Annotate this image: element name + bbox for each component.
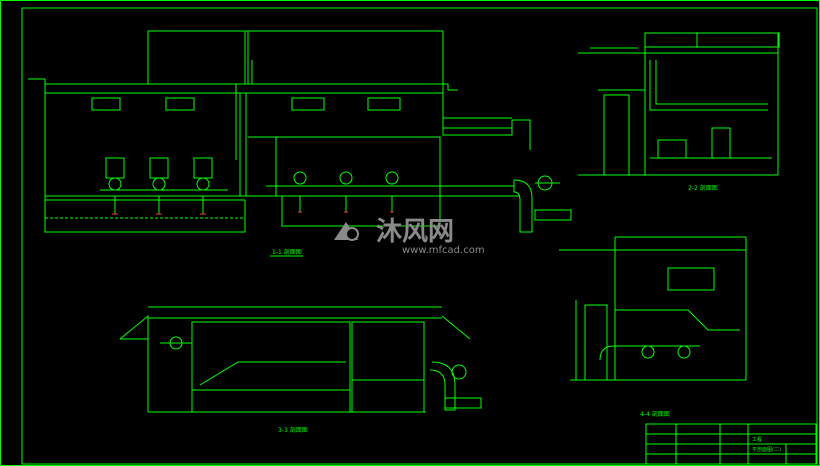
lower-right-section-title: 4-4 剖面图 <box>640 410 670 418</box>
title-block-drawing-name: 平剖面图(二) <box>752 446 781 453</box>
main-section-drawing <box>28 30 572 233</box>
lower-left-section-drawing <box>119 306 482 413</box>
title-block <box>645 423 817 465</box>
main-section-red-marks <box>112 211 394 215</box>
title-block-project-label: 工程 <box>752 436 762 443</box>
watermark-brand: 沐风网 <box>376 217 454 247</box>
mfcad-logo-icon <box>334 222 359 241</box>
upper-right-section-drawing <box>578 32 780 176</box>
watermark-url: www.mfcad.com <box>402 245 485 256</box>
lower-right-section-drawing <box>559 236 747 381</box>
lower-left-section-title: 3-3 剖面图 <box>278 426 308 434</box>
main-section-title: 1-1 剖面图 <box>272 248 302 256</box>
upper-right-section-title: 2-2 剖面图 <box>688 184 718 192</box>
